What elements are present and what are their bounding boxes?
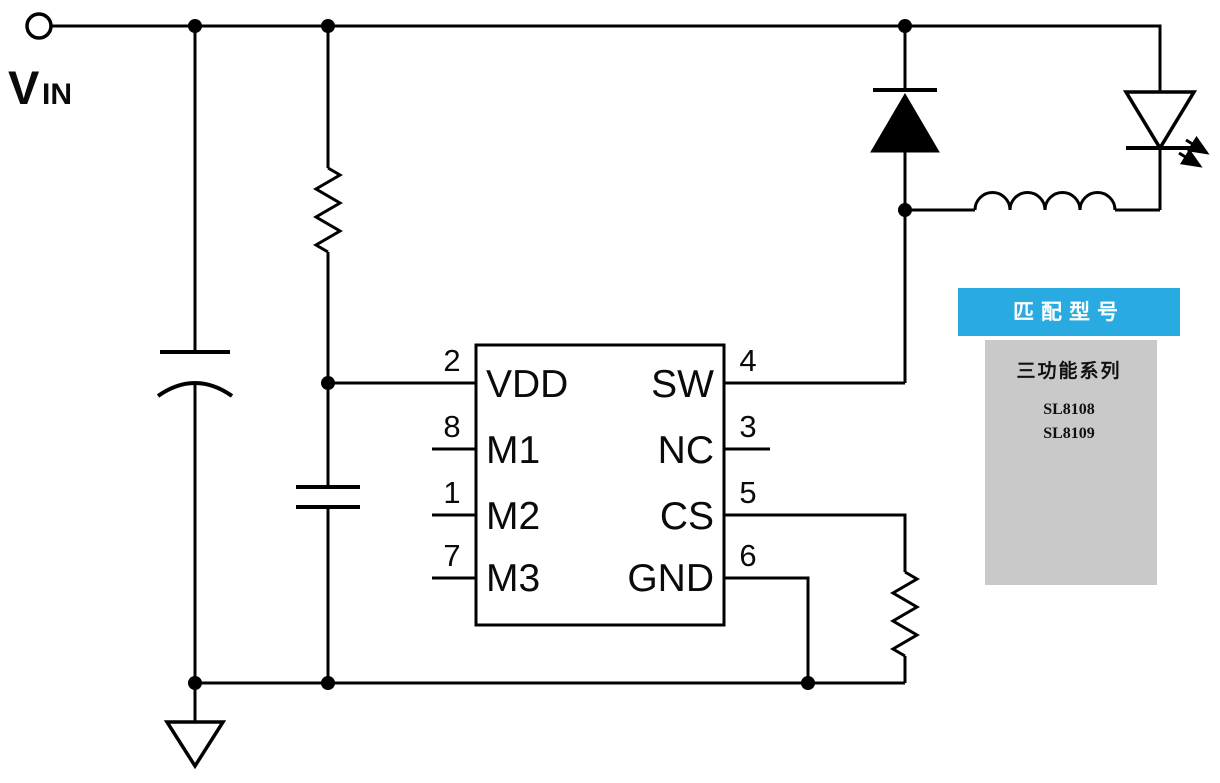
info-box-series-text: 三功能系列: [1016, 359, 1121, 382]
ic-pin-vdd: 2 VDD: [328, 343, 568, 406]
ground-symbol: [163, 683, 227, 770]
junction-dot: [321, 376, 335, 390]
info-box-header-bg: [958, 288, 1180, 336]
vin-label: V: [8, 61, 40, 114]
pin-label-nc: NC: [658, 429, 714, 472]
inductor: [973, 191, 1117, 211]
ic-pin-m3: 7 M3: [432, 538, 540, 600]
gnd-pin-wire: [724, 576, 810, 683]
pin-number-vdd: 2: [443, 343, 460, 378]
junction-dot: [898, 203, 912, 217]
junction-dots: [188, 19, 912, 690]
pin-number-m2: 1: [443, 475, 460, 510]
pin-label-gnd: GND: [627, 557, 714, 600]
vin-terminal-group: V IN: [8, 12, 72, 114]
model-info-box: 匹配型号 三功能系列 SL8108 SL8109: [958, 288, 1180, 585]
vin-rail-wire: [51, 24, 1162, 92]
freewheel-diode-branch: [870, 26, 940, 383]
junction-dot: [801, 676, 815, 690]
vdd-capacitor: [296, 485, 360, 509]
pin-number-m3: 7: [443, 538, 460, 573]
pin-number-cs: 5: [739, 475, 756, 510]
junction-dot: [898, 19, 912, 33]
vdd-branch: [296, 26, 360, 683]
junction-dot: [188, 19, 202, 33]
pin-number-gnd: 6: [739, 538, 756, 573]
led-emission-arrow-1: [1185, 135, 1210, 155]
pin-label-m2: M2: [486, 495, 540, 538]
pin-number-sw: 4: [739, 343, 756, 378]
pin-label-m3: M3: [486, 557, 540, 600]
ic-pin-m1: 8 M1: [432, 409, 540, 472]
freewheel-diode: [870, 88, 940, 153]
ic-body: [474, 343, 726, 627]
junction-dot: [321, 19, 335, 33]
pin-number-nc: 3: [739, 409, 756, 444]
ic-pin-sw: 4 SW: [651, 343, 905, 406]
junction-dot: [321, 676, 335, 690]
ic-pin-m2: 1 M2: [432, 475, 540, 538]
vin-label-subscript: IN: [42, 78, 72, 111]
led-triangle: [1122, 90, 1198, 152]
led-emission-arrow-2: [1178, 148, 1203, 168]
info-box-header-text: 匹配型号: [1013, 300, 1125, 324]
led: [1122, 90, 1210, 210]
pin-label-m1: M1: [486, 429, 540, 472]
pin-label-cs: CS: [660, 495, 714, 538]
ic-pin-nc: 3 NC: [658, 409, 770, 472]
info-box-model-2: SL8109: [1043, 425, 1095, 442]
input-cap-plate-bottom: [156, 381, 234, 398]
sense-resistor-branch: [890, 570, 920, 683]
input-capacitor-branch: [156, 26, 234, 683]
pin-number-m1: 8: [443, 409, 460, 444]
ground-triangle: [163, 720, 227, 770]
vdd-resistor: [313, 166, 343, 254]
inductor-branch: [905, 191, 1160, 212]
cs-pin-wire: [724, 513, 907, 572]
ic-pin-cs: 5 CS: [660, 475, 907, 572]
ic-pin-gnd: 6 GND: [627, 538, 810, 683]
junction-dot: [188, 676, 202, 690]
info-box-model-1: SL8108: [1043, 401, 1095, 418]
pin-label-sw: SW: [651, 363, 714, 406]
sense-resistor: [890, 570, 920, 658]
info-box-body-bg: [985, 340, 1157, 585]
input-capacitor: [156, 350, 234, 398]
pin-label-vdd: VDD: [486, 363, 568, 406]
diode-triangle: [870, 93, 940, 153]
vin-terminal: [25, 12, 53, 40]
